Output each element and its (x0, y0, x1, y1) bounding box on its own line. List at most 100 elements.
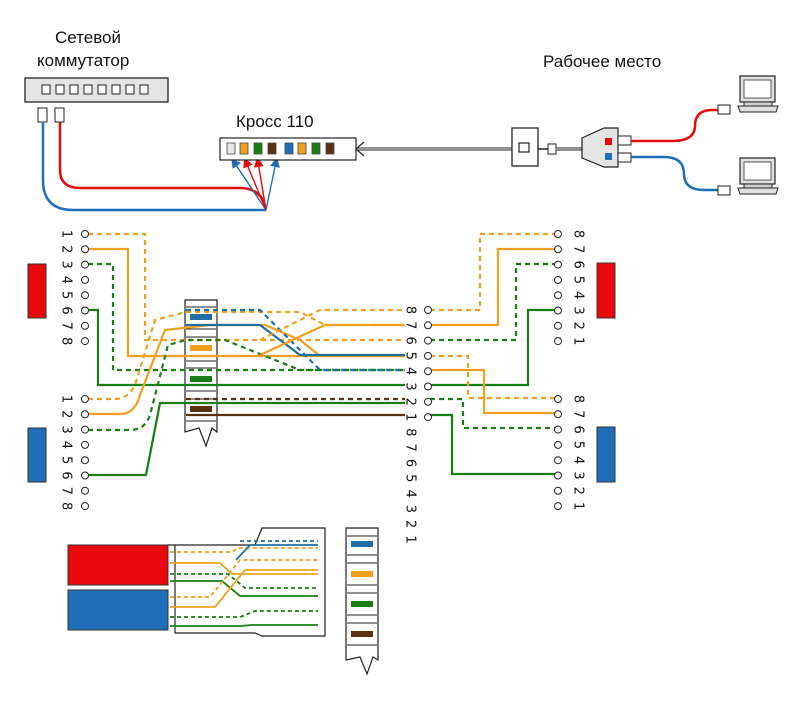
pin-number: 7 (571, 410, 586, 418)
pin-number: 3 (403, 382, 418, 390)
cross-label: Кросс 110 (236, 112, 314, 131)
terminal-hole (81, 456, 89, 465)
terminal-hole (554, 337, 562, 346)
pin-number: 4 (59, 441, 74, 449)
splitter-icon (581, 127, 632, 168)
terminal-hole (554, 230, 562, 238)
network-switch (24, 77, 169, 123)
pin-number: 2 (571, 322, 586, 330)
terminal-hole (81, 321, 89, 330)
terminal-hole (81, 502, 89, 511)
terminal-hole (81, 245, 89, 254)
pin-number: 6 (59, 306, 74, 314)
wall-socket-icon (511, 127, 539, 167)
splitter-detail (67, 527, 326, 637)
right-connector-red (596, 262, 616, 319)
terminal-hole (424, 321, 432, 330)
terminal-hole (81, 395, 89, 403)
pin-number: 3 (571, 306, 586, 314)
workplace-label: Рабочее место (543, 52, 661, 71)
terminal-hole (81, 230, 89, 238)
pin-number: 6 (571, 260, 586, 268)
pin-number: 7 (59, 322, 74, 330)
terminal-holes (81, 230, 562, 511)
pin-number: 2 (59, 410, 74, 418)
wires-left-top (88, 232, 405, 387)
terminal-hole (81, 410, 89, 419)
pin-number: 3 (59, 425, 74, 433)
patch-cord-red (58, 122, 268, 211)
terminal-hole (554, 260, 562, 269)
cross-connection-arrows (231, 157, 280, 211)
terminal-hole (424, 367, 432, 376)
pin-number: 7 (403, 321, 418, 329)
pin-number: 1 (59, 230, 74, 238)
terminal-hole (81, 440, 89, 449)
pin-number: 4 (571, 456, 586, 464)
pin-number: 1 (571, 502, 586, 510)
terminal-hole (554, 471, 562, 480)
terminal-hole (81, 291, 89, 300)
pin-number: 8 (571, 395, 586, 403)
rj45-plug-icon (37, 107, 48, 123)
terminal-hole (81, 260, 89, 269)
pin-number: 4 (403, 367, 418, 375)
pin-number: 1 (403, 535, 418, 543)
pin-number: 4 (403, 489, 418, 497)
pin-number: 2 (403, 398, 418, 406)
pin-number: 5 (59, 456, 74, 464)
terminal-hole (81, 425, 89, 434)
terminal-hole (81, 486, 89, 495)
pin-number: 3 (59, 260, 74, 268)
terminal-hole (554, 502, 562, 511)
terminal-hole (554, 440, 562, 449)
terminal-hole (554, 486, 562, 495)
patch-cord-blue (41, 122, 266, 212)
terminal-hole (554, 245, 562, 254)
terminal-hole (554, 291, 562, 300)
workplace-cord-blue (631, 155, 718, 192)
pin-number: 5 (403, 352, 418, 360)
terminal-hole (554, 275, 562, 284)
switch-ports (41, 84, 149, 95)
pin-number: 5 (59, 291, 74, 299)
pin-number: 8 (59, 337, 74, 345)
terminal-hole (554, 456, 562, 465)
right-connector-blue (596, 426, 616, 483)
pin-number: 1 (571, 337, 586, 345)
pin-number: 7 (571, 245, 586, 253)
left-connector-red (27, 263, 47, 319)
terminal-hole (81, 337, 89, 346)
rj45-plug-icon (54, 107, 65, 123)
terminal-hole (424, 351, 432, 360)
terminal-hole (554, 410, 562, 419)
terminal-hole (554, 425, 562, 434)
rj45-plug-icon (717, 185, 731, 196)
pin-number: 2 (403, 520, 418, 528)
wires-left-bottom (88, 310, 405, 477)
terminal-hole (554, 306, 562, 315)
wires-center-cross (186, 308, 405, 372)
rj45-plug-icon (717, 104, 731, 115)
wires-right-top (430, 232, 555, 387)
idc-module-icon (345, 527, 379, 676)
pin-number: 6 (403, 336, 418, 344)
pin-number: 6 (59, 471, 74, 479)
idc-module-icon (184, 299, 218, 448)
terminal-hole (81, 471, 89, 480)
switch-label-line1: Сетевой (55, 28, 121, 47)
pin-number: 5 (571, 441, 586, 449)
pin-number: 2 (59, 245, 74, 253)
pin-number: 6 (403, 459, 418, 467)
pin-number: 3 (402, 505, 417, 513)
switch-label-line2: коммутатор (37, 51, 129, 70)
terminal-hole (81, 275, 89, 284)
terminal-hole (424, 382, 432, 391)
pin-number: 6 (571, 425, 586, 433)
terminal-hole (81, 306, 89, 315)
pin-number: 5 (571, 276, 586, 284)
